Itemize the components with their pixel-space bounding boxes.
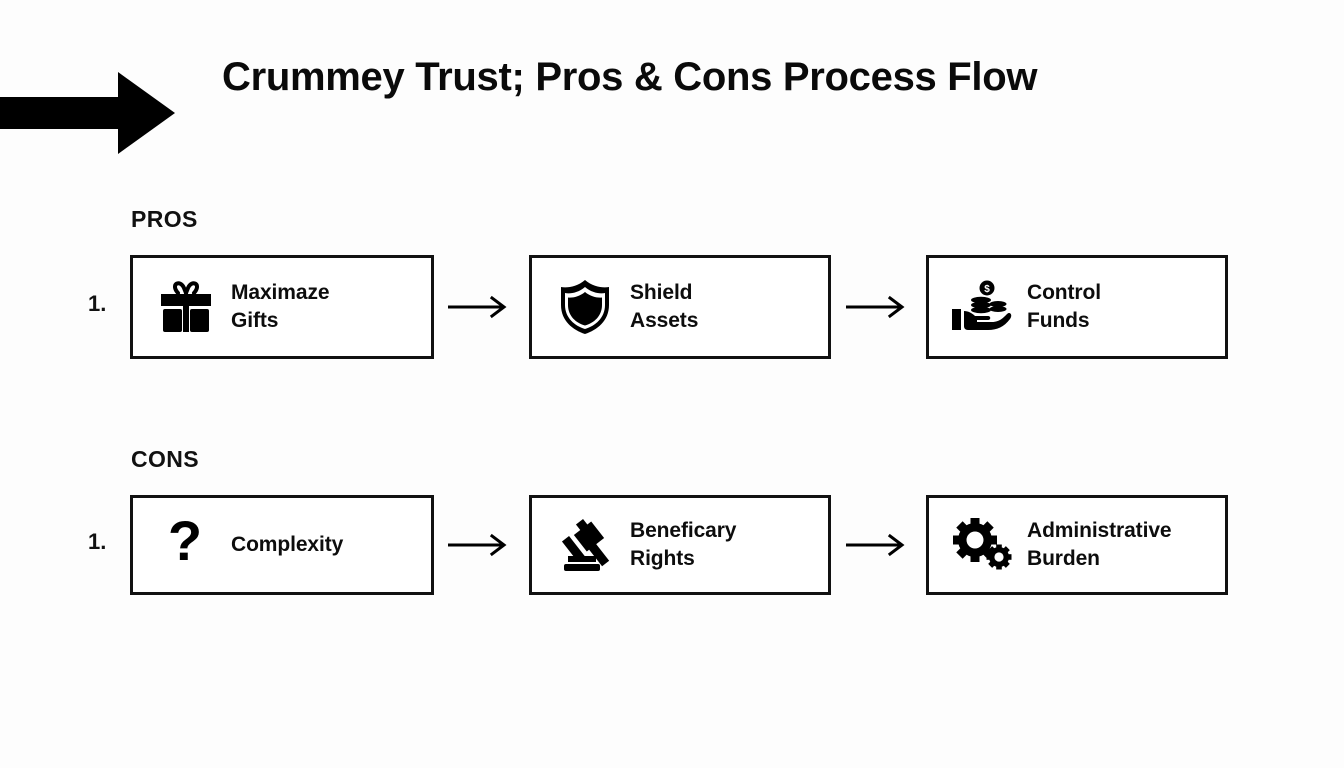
- gift-icon: [155, 278, 217, 336]
- step-box-shield-assets[interactable]: Shield Assets: [529, 255, 831, 359]
- gears-icon: [951, 516, 1013, 574]
- step-box-maximaze-gifts[interactable]: Maximaze Gifts: [130, 255, 434, 359]
- row-index-cons: 1.: [88, 529, 107, 554]
- svg-text:?: ?: [168, 516, 202, 572]
- svg-text:$: $: [984, 284, 990, 295]
- hand-coins-icon: $: [951, 278, 1013, 336]
- section-label-pros: PROS: [131, 206, 198, 232]
- step-box-control-funds[interactable]: $ Control Funds: [926, 255, 1228, 359]
- gavel-icon: [554, 516, 616, 574]
- row-index-pros: 1.: [88, 291, 107, 316]
- step-box-beneficary-rights[interactable]: Beneficary Rights: [529, 495, 831, 595]
- shield-icon: [554, 278, 616, 336]
- step-label-complexity: Complexity: [231, 533, 344, 557]
- step-label-administrative-burden: Administrative Burden: [1027, 519, 1172, 570]
- process-row-pros: 1.: [0, 255, 1344, 359]
- step-box-complexity[interactable]: ? Complexity: [130, 495, 434, 595]
- arrow-right-icon: [846, 530, 908, 560]
- arrow-right-icon: [846, 292, 908, 322]
- arrow-right-icon: [448, 292, 510, 322]
- step-label-beneficary-rights: Beneficary Rights: [630, 519, 737, 570]
- step-label-control-funds: Control Funds: [1027, 281, 1101, 332]
- step-label-shield-assets: Shield Assets: [630, 281, 699, 332]
- step-label-maximaze-gifts: Maximaze Gifts: [231, 281, 330, 332]
- process-row-cons: 1. ? Complexity: [0, 495, 1344, 599]
- arrow-right-icon: [448, 530, 510, 560]
- question-mark-icon: ?: [155, 516, 217, 574]
- right-arrow-banner-icon: [0, 72, 175, 154]
- step-box-administrative-burden[interactable]: Administrative Burden: [926, 495, 1228, 595]
- section-label-cons: CONS: [131, 446, 200, 472]
- page-title: Crummey Trust; Pros & Cons Process Flow: [222, 55, 1038, 99]
